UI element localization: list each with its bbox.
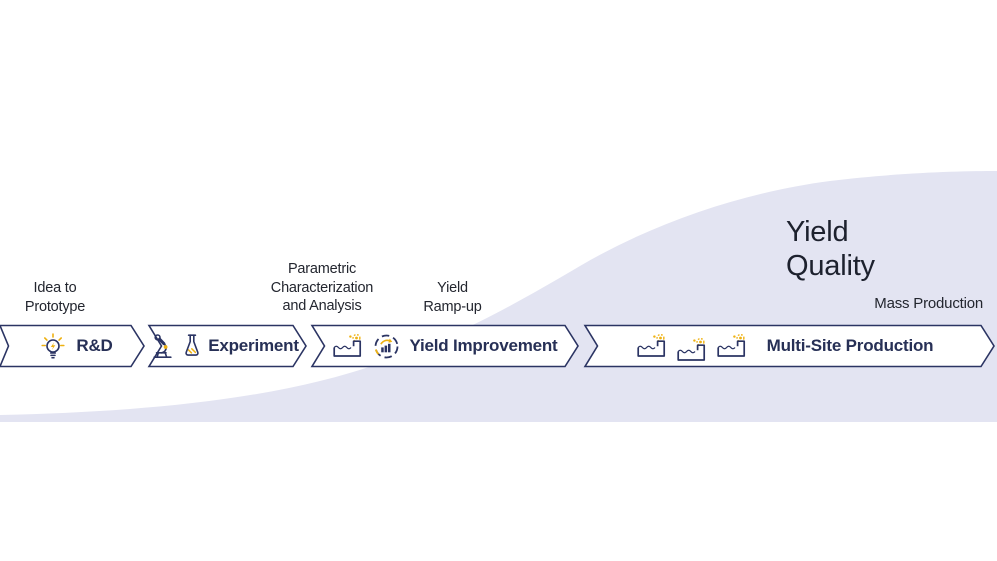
phase-label-line: Characterization	[270, 279, 374, 296]
phase-label-line: Yield	[437, 280, 468, 296]
curve-caption-line: Quality	[786, 250, 875, 282]
phase-label-yield-ramp-up: Yield Ramp-up	[400, 279, 505, 316]
stage-multi-site-production: Multi-Site Production	[597, 324, 971, 368]
lightbulb-icon	[41, 332, 65, 359]
phase-label-line: Prototype	[24, 298, 86, 315]
chevron-rd	[0, 324, 145, 368]
phase-label-idea-to-prototype: Idea to Prototype	[3, 279, 107, 316]
stage-yield-improvement: Yield Improvement	[324, 324, 565, 368]
phase-label-line: Idea to	[33, 280, 77, 296]
stage-label: Yield Improvement	[409, 336, 558, 355]
phase-label-line: Parametric	[287, 261, 357, 277]
wafer-fab-icon	[716, 333, 745, 357]
growth-chart-icon	[375, 334, 399, 358]
wafer-fab-icon	[333, 333, 362, 357]
chevron-yield-improvement	[310, 324, 579, 368]
chevron-multi-site	[583, 324, 995, 368]
phase-label-line: Ramp-up	[423, 298, 482, 315]
stage-label: Multi-Site Production	[766, 336, 934, 355]
flask-icon	[185, 334, 199, 356]
phase-label-parametric: Parametric Characterization and Analysis	[237, 260, 407, 316]
wafer-fab-icon	[676, 337, 705, 361]
wafer-fab-icon	[636, 333, 665, 357]
phase-label-line: and Analysis	[282, 298, 362, 314]
stage-label: Experiment	[208, 336, 299, 355]
stage-rd: R&D	[10, 324, 142, 368]
stage-experiment: Experiment	[152, 324, 299, 368]
stage-label: R&D	[76, 336, 113, 355]
chevron-band	[0, 324, 995, 368]
curve-caption-yield-quality: Yield Quality	[786, 215, 875, 283]
curve-caption-line: Yield	[786, 216, 849, 248]
microscope-icon	[153, 334, 172, 359]
phase-label-mass-production: Mass Production	[874, 295, 983, 312]
